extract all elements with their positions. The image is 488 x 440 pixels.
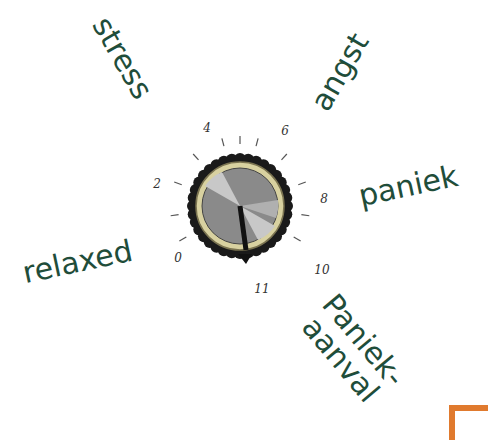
scale-number: 0 [174, 252, 182, 264]
scale-tick [171, 215, 179, 216]
knob-edge [187, 153, 293, 259]
level-word: paniek [356, 161, 461, 211]
face-wedge [240, 200, 278, 218]
level-word: stress [87, 12, 157, 104]
scale-tick [174, 182, 182, 185]
face-wedge [205, 172, 240, 206]
level-word: angst [306, 28, 374, 116]
knob-body [193, 159, 287, 253]
corner-bracket [452, 408, 488, 440]
scale-number: 2 [153, 178, 161, 190]
scale-number: 8 [320, 193, 328, 205]
scale-number: 11 [254, 283, 269, 295]
knob-pointer-tip [238, 254, 252, 264]
scale-tick [193, 154, 198, 160]
knob-ring [196, 162, 284, 250]
level-word: Paniek- aanval [287, 281, 417, 419]
scale-tick [256, 138, 258, 146]
scale-tick [294, 237, 301, 241]
knob-pointer [240, 206, 246, 250]
scale-tick [239, 136, 240, 144]
scale-number: 4 [203, 122, 211, 134]
scale-tick [301, 215, 309, 216]
scale-tick [179, 237, 186, 241]
scale-tick [281, 154, 286, 160]
scale-tick [298, 182, 306, 185]
scale-number: 10 [314, 264, 329, 276]
level-word: relaxed [21, 236, 136, 288]
scale-tick [222, 138, 224, 146]
scale-number: 6 [281, 125, 289, 137]
